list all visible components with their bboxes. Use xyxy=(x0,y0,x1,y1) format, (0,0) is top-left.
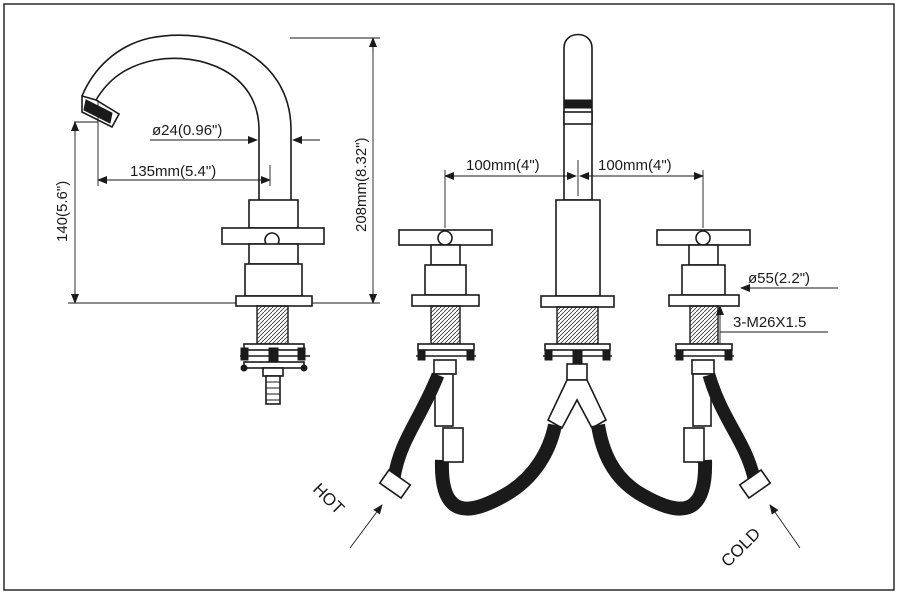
spout-height-label: 140(5.6") xyxy=(54,181,71,242)
total-height-label: 208mm(8.32") xyxy=(353,137,370,232)
spacing-left-label: 100mm(4") xyxy=(466,157,540,174)
spacing-right-label: 100mm(4") xyxy=(598,157,672,174)
base-diameter-label: ø55(2.2") xyxy=(748,270,810,287)
spout-reach-label: 135mm(5.4") xyxy=(130,163,216,180)
thread-label: 3-M26X1.5 xyxy=(733,314,806,331)
cold-label: COLD xyxy=(717,524,764,571)
drawing-frame xyxy=(3,3,895,591)
hot-label: HOT xyxy=(309,479,348,518)
spout-diameter-label: ø24(0.96") xyxy=(152,122,222,139)
side-view: ø24(0.96") 135mm(5.4") 140(5.6") 208mm(8… xyxy=(54,34,380,405)
front-view: 100mm(4") 100mm(4") ø55(2.2") 3-M26X1.5 … xyxy=(309,33,838,571)
